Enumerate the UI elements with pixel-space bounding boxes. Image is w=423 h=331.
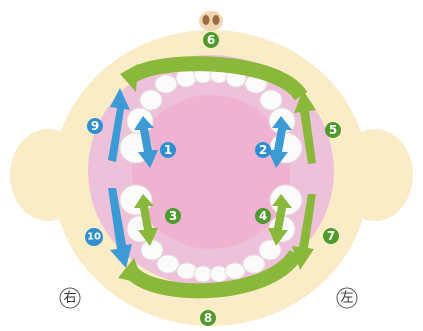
badge-6-label: 6 [207, 33, 215, 47]
badge-10: 10 [85, 228, 103, 246]
badge-9-label: 9 [91, 119, 99, 133]
tooth [260, 90, 282, 110]
badge-1: 1 [160, 142, 176, 158]
badge-8: 8 [200, 310, 216, 326]
badge-3-label: 3 [169, 209, 177, 223]
badge-9: 9 [87, 118, 103, 134]
badge-5-label: 5 [329, 123, 337, 137]
badge-2-label: 2 [259, 143, 267, 157]
side-label-right: 右 [60, 288, 80, 308]
badge-8-label: 8 [204, 311, 212, 325]
tooth [155, 75, 177, 93]
tooth [270, 185, 302, 215]
badge-2: 2 [255, 142, 271, 158]
badge-4: 4 [255, 208, 271, 224]
side-label-left-text: 左 [340, 291, 353, 306]
tooth [157, 255, 179, 273]
tooth [140, 90, 162, 110]
tooth [243, 255, 265, 273]
badge-6: 6 [203, 32, 219, 48]
badge-3: 3 [165, 208, 181, 224]
badge-7-label: 7 [327, 229, 335, 243]
badge-4-label: 4 [259, 209, 267, 223]
nose-icon [199, 11, 223, 31]
tooth [194, 266, 212, 282]
side-label-left: 左 [337, 288, 357, 308]
tooth [141, 240, 163, 260]
badge-5: 5 [325, 122, 341, 138]
side-label-right-text: 右 [63, 291, 76, 306]
badge-7: 7 [323, 228, 339, 244]
tongue [132, 95, 290, 249]
badge-10-label: 10 [87, 232, 101, 243]
tooth [225, 263, 245, 279]
badge-1-label: 1 [164, 143, 172, 157]
